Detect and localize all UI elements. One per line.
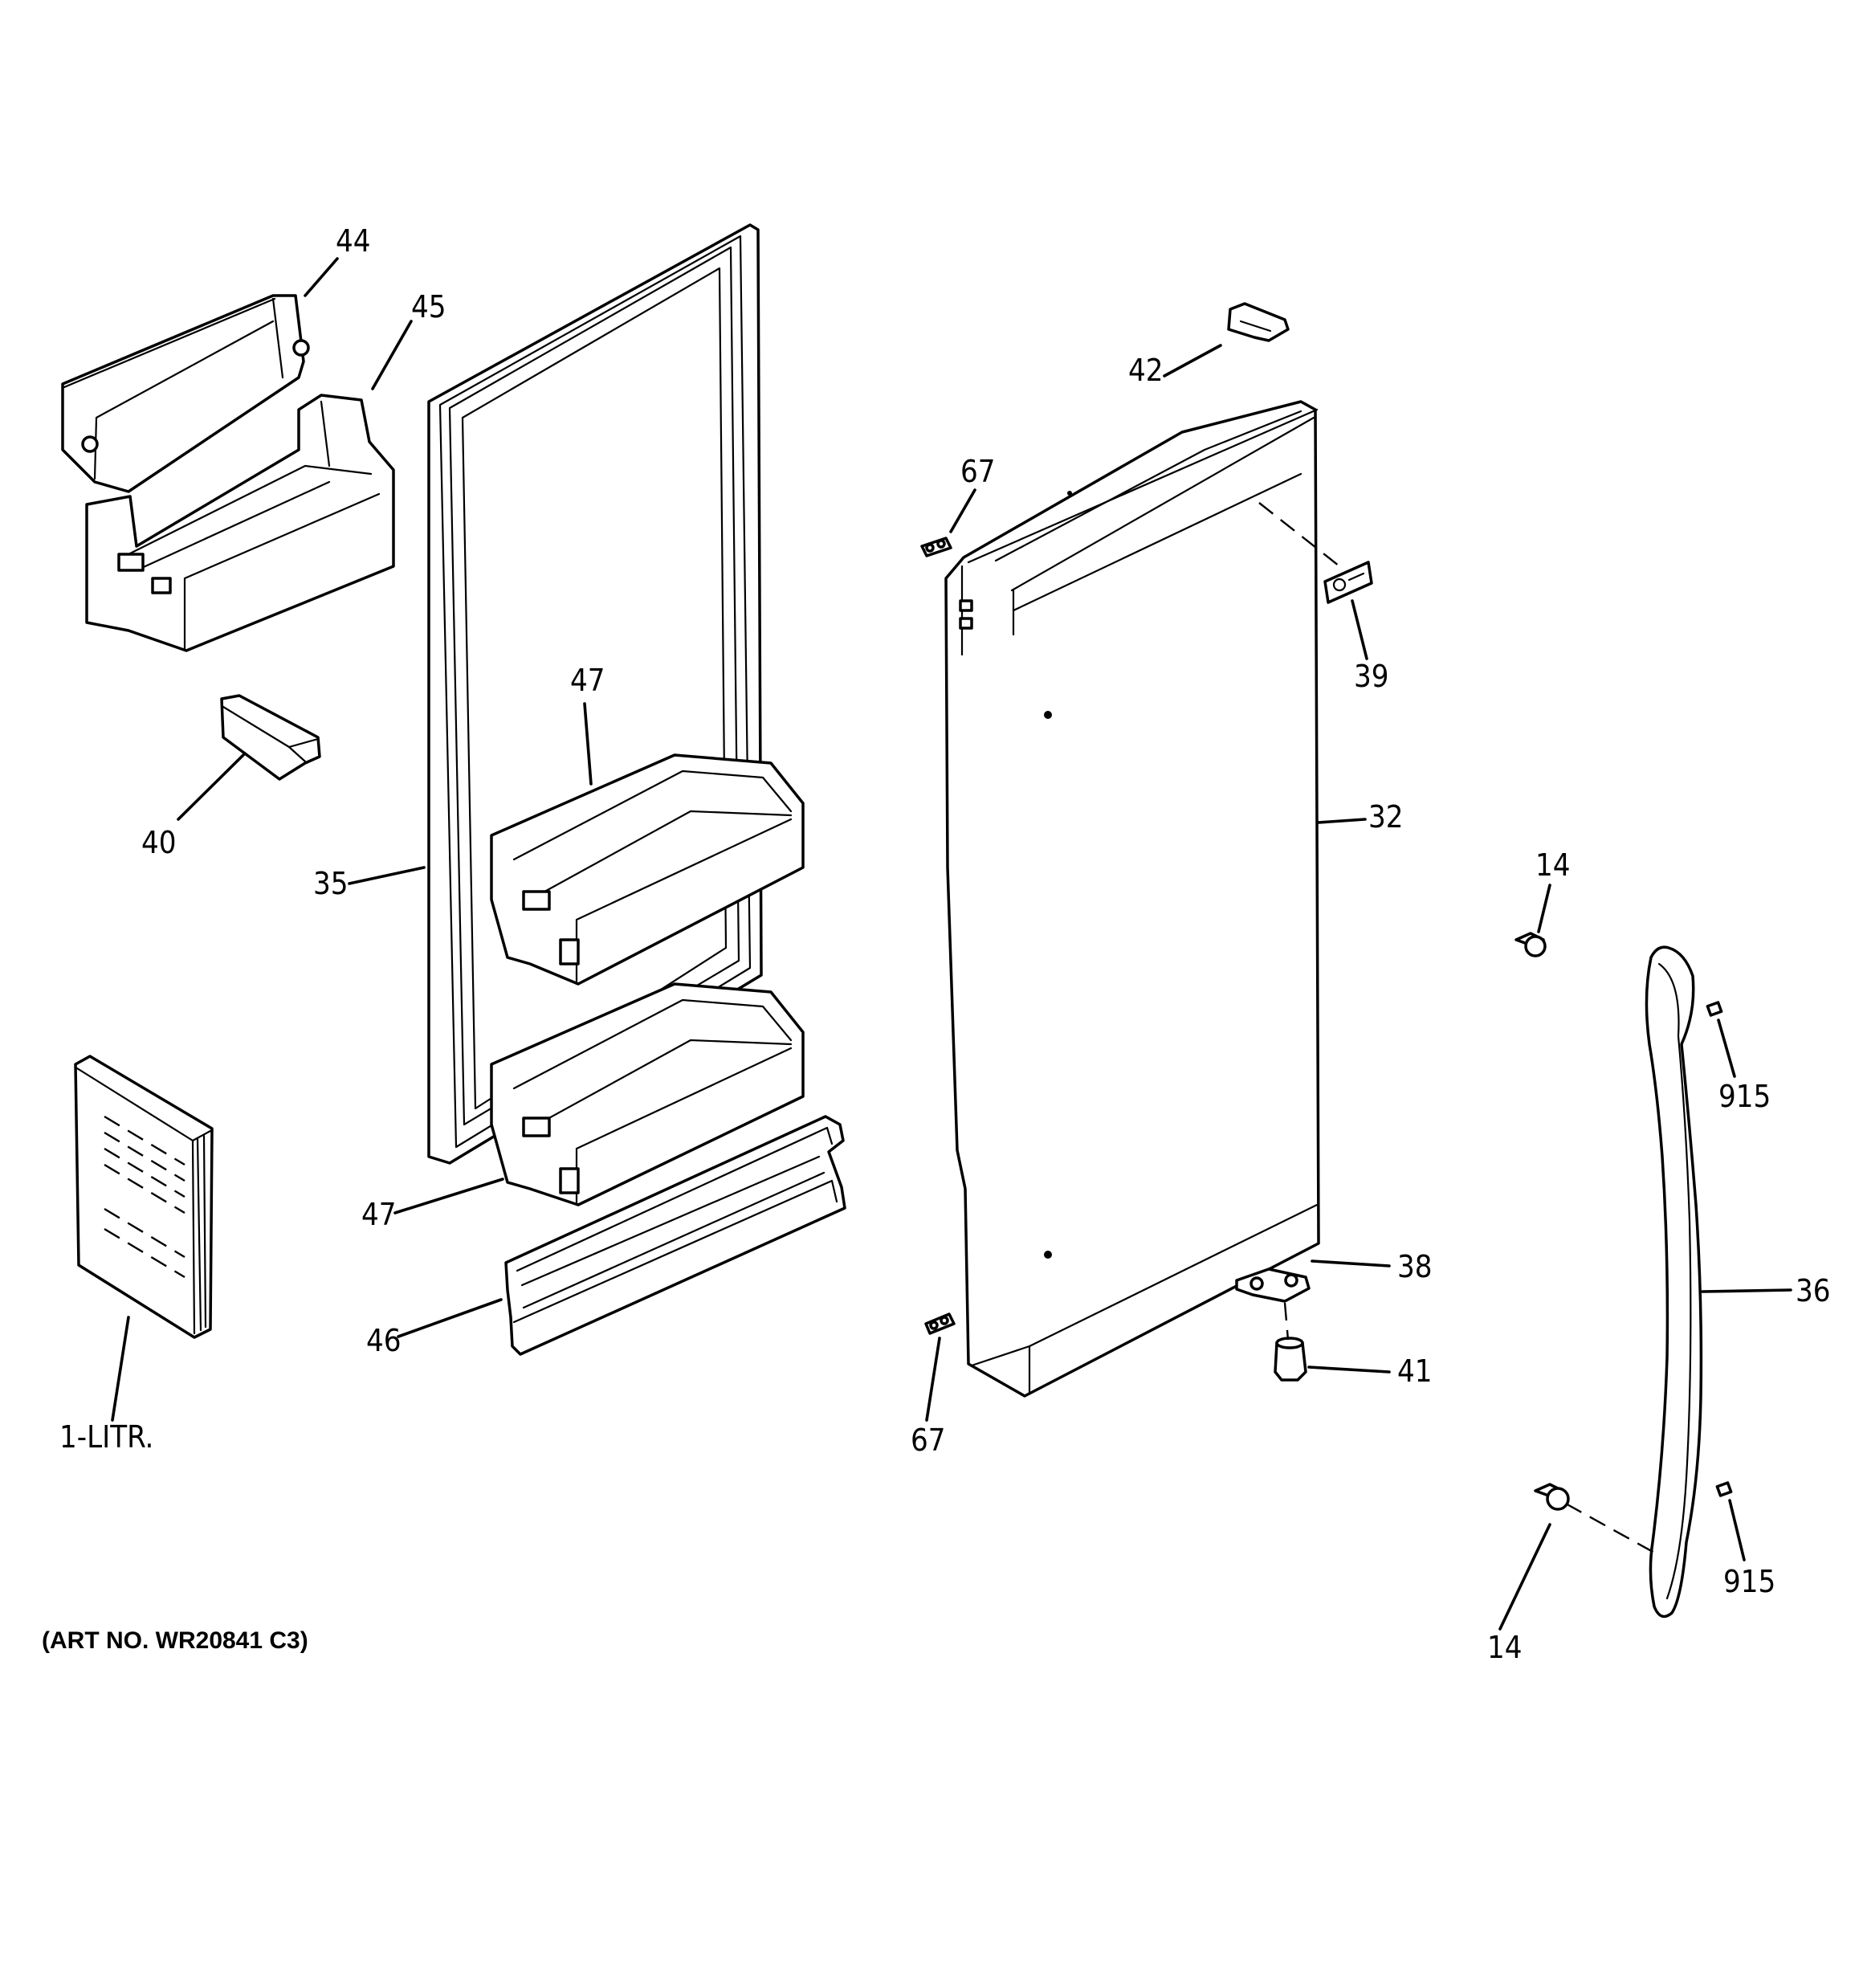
callout-labels: 44 45 40 35 47 47 46 1-LITR. 42 67 39 32…	[42, 223, 1831, 1665]
leader-35	[348, 866, 426, 885]
leader-38	[1311, 1259, 1391, 1268]
callout-35: 35	[313, 866, 349, 901]
callout-67-top: 67	[960, 454, 996, 489]
part-46-shelf-rail	[504, 1115, 846, 1356]
alignment-dash-lines	[1258, 502, 1657, 1555]
callout-36: 36	[1796, 1273, 1831, 1308]
part-40-bracket	[220, 694, 321, 781]
leader-44	[304, 257, 339, 297]
art-number: (ART NO. WR20841 C3)	[42, 1627, 308, 1654]
callout-915-bottom: 915	[1723, 1564, 1775, 1599]
part-45-dairy-bin	[85, 394, 395, 652]
leader-46	[397, 1298, 503, 1338]
part-915-set-screw-top	[1706, 1001, 1723, 1017]
part-41-bushing	[1274, 1337, 1307, 1382]
leader-915-top	[1717, 1018, 1736, 1078]
part-14-screw-bottom	[1534, 1483, 1570, 1511]
leader-67-bottom	[925, 1337, 941, 1422]
callout-46: 46	[366, 1323, 402, 1358]
callout-915-top: 915	[1718, 1079, 1771, 1114]
callout-42: 42	[1128, 353, 1164, 388]
callout-38: 38	[1397, 1249, 1433, 1284]
leader-36	[1701, 1288, 1792, 1293]
part-915-set-screw-bottom	[1715, 1481, 1733, 1497]
part-67-door-stop-top	[920, 537, 952, 557]
callout-47-bottom: 47	[361, 1197, 397, 1232]
leader-47-top	[583, 702, 593, 786]
part-14-screw-top	[1514, 932, 1547, 957]
leader-14-bottom	[1498, 1523, 1551, 1631]
leader-47-bottom	[393, 1178, 504, 1214]
callout-14-top: 14	[1535, 847, 1571, 883]
part-47-door-bin-top	[490, 753, 805, 986]
part-42-hinge-cap	[1227, 302, 1290, 342]
part-39-logo-badge	[1323, 561, 1373, 604]
callout-14-bottom: 14	[1487, 1630, 1523, 1665]
part-38-hinge-plate	[1235, 1268, 1311, 1303]
leader-32	[1317, 818, 1367, 824]
callout-67-bottom: 67	[911, 1423, 946, 1458]
part-67-door-stop-bottom	[924, 1312, 956, 1335]
part-32-fresh-food-door	[944, 400, 1320, 1398]
part-47-door-bin-bottom	[490, 982, 805, 1206]
leader-40	[177, 752, 247, 821]
callout-41: 41	[1397, 1353, 1433, 1389]
leader-1-litr	[111, 1316, 130, 1422]
literature-text-lines	[104, 1115, 185, 1279]
callout-45: 45	[411, 289, 446, 325]
callout-32: 32	[1368, 799, 1404, 835]
callout-40: 40	[141, 825, 177, 860]
leader-14-top	[1537, 884, 1551, 933]
part-literature	[74, 1055, 214, 1339]
callout-39: 39	[1354, 659, 1389, 694]
callout-47-top: 47	[570, 663, 605, 698]
callout-44: 44	[336, 223, 371, 259]
leader-67-top	[949, 488, 976, 533]
leader-39	[1351, 599, 1368, 660]
leader-lines	[111, 257, 1792, 1631]
leader-915-bottom	[1728, 1499, 1746, 1561]
callout-1-litr: 1-LITR.	[59, 1419, 153, 1455]
part-36-door-handle	[1645, 945, 1703, 1619]
leader-45	[371, 320, 413, 390]
part-44-dairy-door	[61, 294, 310, 493]
leader-41	[1307, 1365, 1391, 1374]
leader-42	[1163, 344, 1222, 378]
